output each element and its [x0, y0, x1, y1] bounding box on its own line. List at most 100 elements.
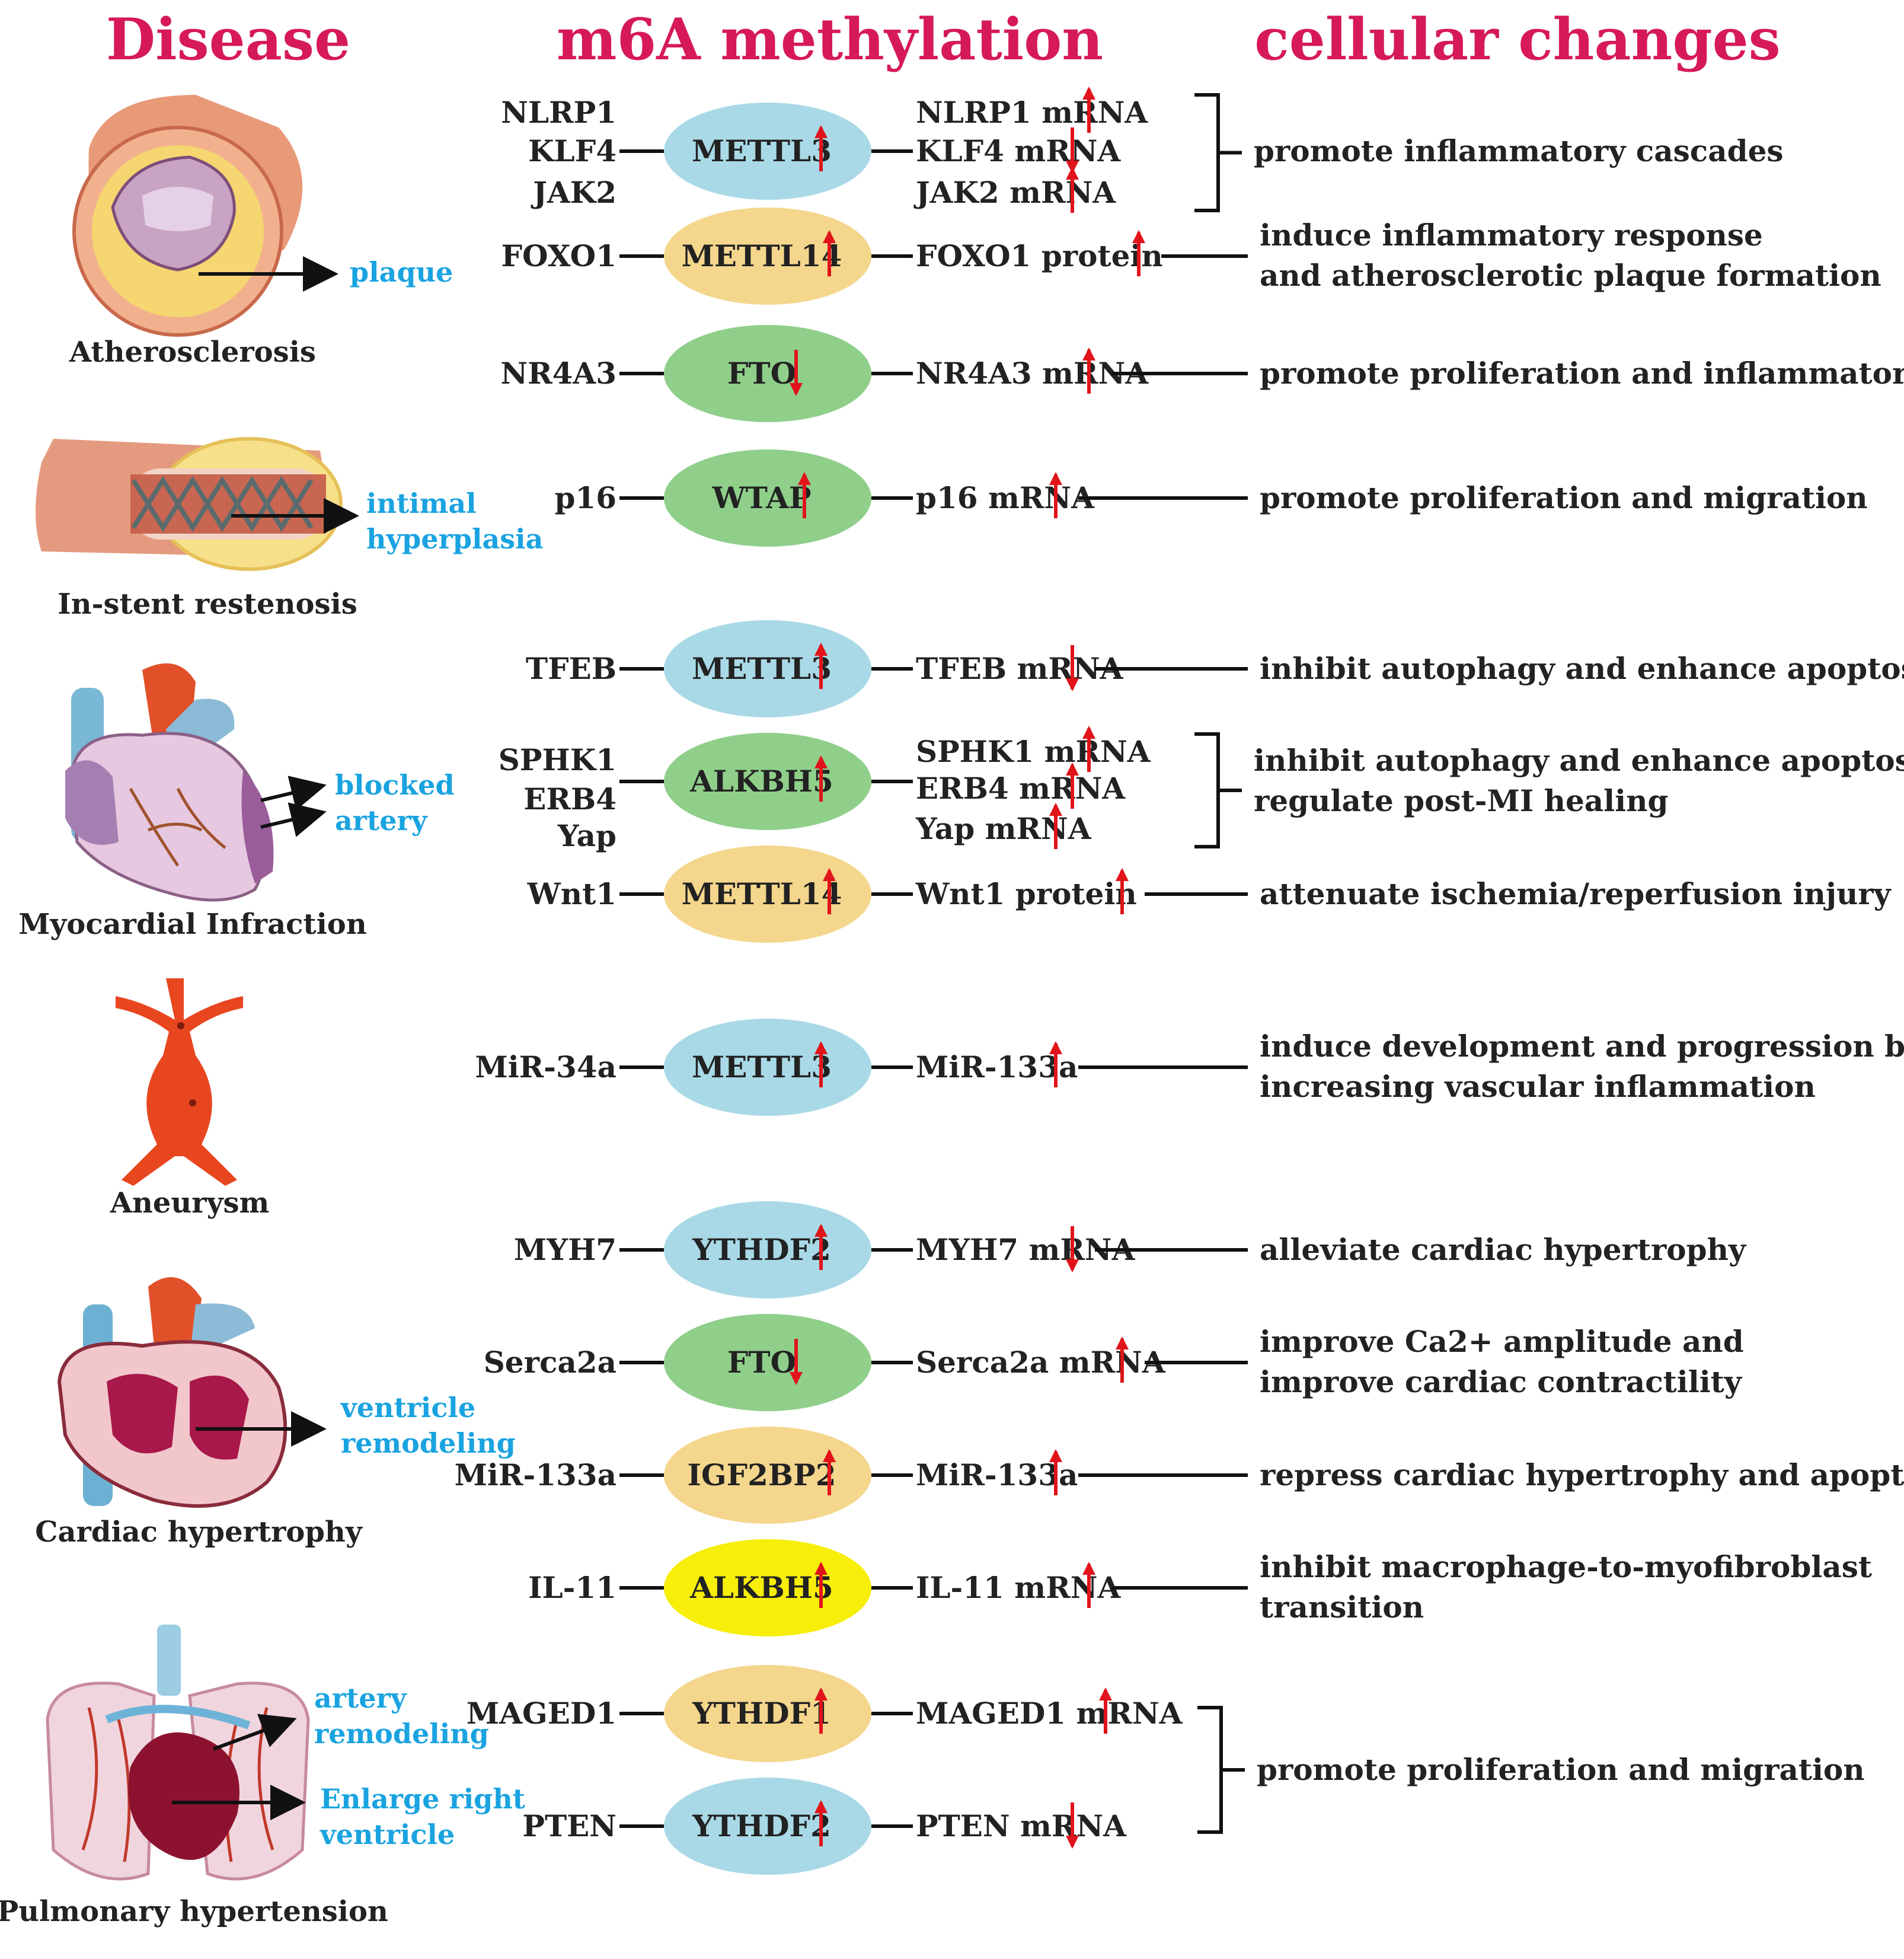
- group-bracket-0: [1197, 1706, 1245, 1834]
- effect-r8-0: induce development and progression by: [1260, 1029, 1904, 1064]
- effect-r10-1: improve cardiac contractility: [1260, 1364, 1743, 1399]
- header-m6a-methylation: m6A methylation: [557, 6, 1103, 73]
- enzyme-label-r3: FTO: [727, 356, 796, 391]
- bracket-r6: [1194, 732, 1242, 848]
- lungs-heart-icon: [46, 1625, 310, 1881]
- product-r6-0: SPHK1 mRNA: [916, 734, 1151, 769]
- effect-r11-0: repress cardiac hypertrophy and apoptosi…: [1260, 1457, 1904, 1492]
- product-r11-0: MiR-133a: [916, 1457, 1078, 1492]
- product-arrow-r5-0: [1066, 678, 1079, 691]
- artery-remodeling-pointer: [212, 1714, 297, 1751]
- label-remodeling-ph: remodeling: [314, 1718, 489, 1750]
- enzyme-arrow-r7: [823, 868, 836, 881]
- enzyme-arrow-r10: [790, 1372, 803, 1385]
- artery-plaque-icon: [72, 95, 303, 337]
- label-plaque: plaque: [350, 256, 453, 288]
- effect-r6-1: regulate post-MI healing: [1254, 783, 1669, 818]
- header-cellular-changes: cellular changes: [1254, 6, 1780, 73]
- product-arrow-r2-0: [1132, 230, 1145, 243]
- gene-r11-0: MiR-133a: [455, 1457, 616, 1492]
- effect-r1-0: promote inflammatory cascades: [1254, 133, 1784, 168]
- product-r3-0: NR4A3 mRNA: [916, 356, 1149, 391]
- enzyme-arrow-r11: [823, 1449, 836, 1462]
- product-arrow-r6-1: [1066, 762, 1079, 776]
- product-r1-0: NLRP1 mRNA: [916, 95, 1148, 130]
- enzyme-arrow-r9: [814, 1224, 828, 1237]
- enzyme-ellipse-r2: [664, 208, 871, 305]
- product-arrow-r8-0: [1049, 1041, 1062, 1054]
- product-arrow-r1-0: [1082, 87, 1095, 100]
- enzyme-arrow-r4: [798, 472, 811, 485]
- header-disease: Disease: [106, 6, 350, 73]
- enzyme-arrow-r2: [823, 230, 836, 243]
- gene-r1-1: KLF4: [528, 133, 616, 168]
- gene-r9-0: MYH7: [514, 1232, 616, 1267]
- enzyme-ellipse-r4: [664, 449, 871, 547]
- heart-blocked-artery-icon: [65, 663, 274, 902]
- disease-pulmonary-hypertension: Pulmonary hypertension: [0, 1895, 388, 1928]
- gene-r4-0: p16: [554, 480, 616, 515]
- disease-myocardial-infraction: Myocardial Infraction: [18, 908, 366, 941]
- disease-cardiac-hypertrophy: Cardiac hypertrophy: [35, 1515, 363, 1549]
- gene-r6-0: SPHK1: [499, 742, 616, 777]
- aorta-aneurysm-icon: [116, 978, 243, 1186]
- disease-atherosclerosis: Atherosclerosis: [69, 336, 316, 369]
- product-arrow-r11-0: [1049, 1449, 1062, 1462]
- blocked-artery-pointer-1: [260, 776, 327, 811]
- enzyme-label-r10: FTO: [727, 1345, 796, 1380]
- hypertrophic-heart-icon: [57, 1277, 287, 1508]
- label-blocked: blocked: [335, 769, 455, 801]
- enzyme-arrow-r13: [814, 1687, 828, 1700]
- enzyme-ellipse-r10: [664, 1314, 871, 1411]
- effect-r9-0: alleviate cardiac hypertrophy: [1260, 1232, 1747, 1267]
- enzyme-arrow-r1: [814, 125, 828, 138]
- enzyme-arrow-r5: [814, 643, 828, 656]
- enzyme-arrow-r12: [814, 1562, 828, 1575]
- product-arrow-r9-0: [1066, 1259, 1079, 1272]
- disease-in-stent-restenosis: In-stent restenosis: [57, 588, 357, 621]
- enzyme-label-r6: ALKBH5: [689, 764, 833, 799]
- product-r6-2: Yap mRNA: [915, 811, 1092, 846]
- gene-r13-0: MAGED1: [467, 1696, 616, 1731]
- blocked-artery-pointer-2: [260, 802, 327, 837]
- effect-r7-0: attenuate ischemia/reperfusion injury: [1260, 876, 1892, 911]
- product-arrow-r6-0: [1082, 726, 1095, 739]
- label-artery: artery: [335, 805, 428, 837]
- effect-r5-0: inhibit autophagy and enhance apoptosis: [1260, 651, 1904, 686]
- enzyme-ellipse-r12: [664, 1539, 871, 1636]
- group-effect-0-0: promote proliferation and migration: [1257, 1752, 1865, 1787]
- enzyme-label-r8: METTL3: [692, 1049, 832, 1084]
- enzyme-label-r11: IGF2BP2: [687, 1457, 836, 1492]
- effect-r3-0: promote proliferation and inflammatory: [1260, 356, 1904, 391]
- product-arrow-r6-2: [1049, 803, 1062, 816]
- gene-r8-0: MiR-34a: [475, 1049, 616, 1084]
- effect-r4-0: promote proliferation and migration: [1260, 480, 1868, 515]
- enzyme-arrow-r3: [790, 383, 803, 396]
- effect-r10-0: improve Ca2+ amplitude and: [1260, 1324, 1744, 1359]
- enzyme-ellipse-r11: [664, 1427, 871, 1524]
- label-ventricle-ph: ventricle: [320, 1818, 455, 1850]
- gene-r14-0: PTEN: [522, 1808, 616, 1843]
- product-arrow-r1-2: [1066, 167, 1079, 180]
- enzyme-ellipse-r3: [664, 325, 871, 422]
- product-arrow-r10-0: [1116, 1336, 1129, 1349]
- effect-r8-1: increasing vascular inflammation: [1260, 1069, 1816, 1104]
- effect-r2-0: induce inflammatory response: [1260, 218, 1763, 253]
- product-r12-0: IL-11 mRNA: [916, 1570, 1121, 1605]
- gene-r12-0: IL-11: [528, 1570, 616, 1605]
- label-enlarge-right: Enlarge right: [320, 1783, 526, 1815]
- gene-r6-1: ERB4: [523, 781, 616, 816]
- product-arrow-r7-0: [1116, 868, 1129, 881]
- effect-r2-1: and atherosclerotic plaque formation: [1260, 258, 1881, 293]
- effect-r12-1: transition: [1260, 1590, 1424, 1625]
- product-r13-0: MAGED1 mRNA: [916, 1696, 1183, 1731]
- gene-r2-0: FOXO1: [501, 238, 616, 273]
- enzyme-arrow-r8: [814, 1041, 828, 1054]
- product-arrow-r13-0: [1099, 1687, 1112, 1700]
- effect-r12-0: inhibit macrophage-to-myofibroblast: [1260, 1549, 1872, 1584]
- enzyme-arrow-r14: [814, 1800, 828, 1813]
- enzyme-ellipse-r13: [664, 1665, 871, 1762]
